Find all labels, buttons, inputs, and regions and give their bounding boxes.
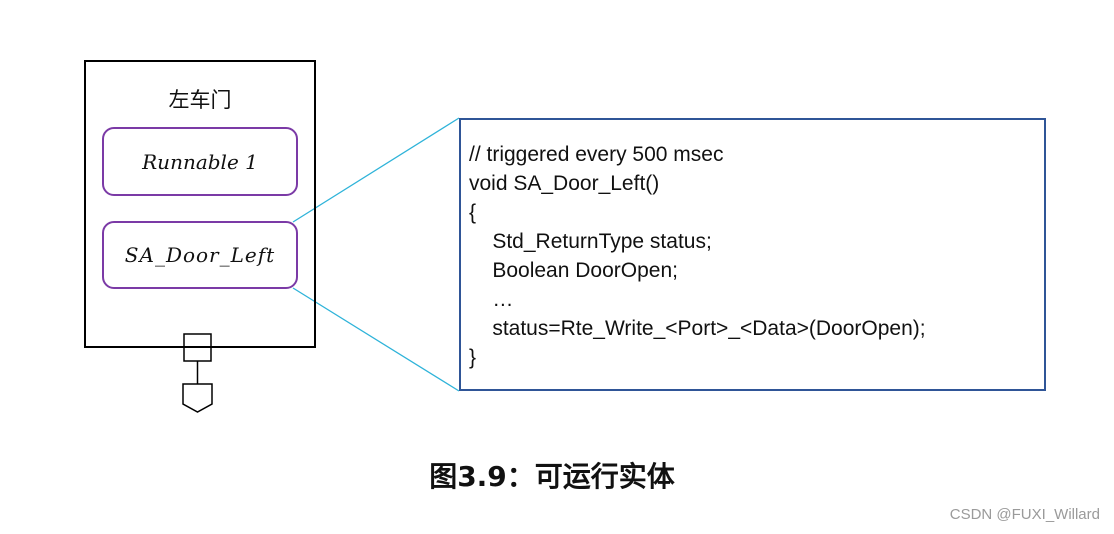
code-line: Std_ReturnType status;: [469, 230, 712, 253]
code-box: [459, 118, 1046, 391]
code-line: status=Rte_Write_<Port>_<Data>(DoorOpen)…: [469, 317, 926, 340]
code-line: // triggered every 500 msec: [469, 143, 724, 166]
connector-line-top: [292, 117, 460, 223]
code-line: Boolean DoorOpen;: [469, 259, 678, 282]
port-interface-shape: [182, 383, 213, 413]
runnable-1-box: Runnable 1: [102, 127, 298, 196]
figure-caption: 图3.9：可运行实体: [429, 460, 675, 493]
code-line: …: [469, 288, 514, 311]
connector-line-bottom: [292, 287, 460, 392]
code-line: }: [469, 346, 477, 369]
code-line: void SA_Door_Left(): [469, 172, 660, 195]
watermark: CSDN @FUXI_Willard: [949, 506, 1100, 523]
code-listing: // triggered every 500 msec void SA_Door…: [469, 140, 926, 372]
code-line: {: [469, 201, 477, 224]
component-title: 左车门: [168, 88, 232, 112]
runnable-sa-door-left-box: SA_Door_Left: [102, 221, 298, 289]
software-component-box: [84, 60, 316, 348]
